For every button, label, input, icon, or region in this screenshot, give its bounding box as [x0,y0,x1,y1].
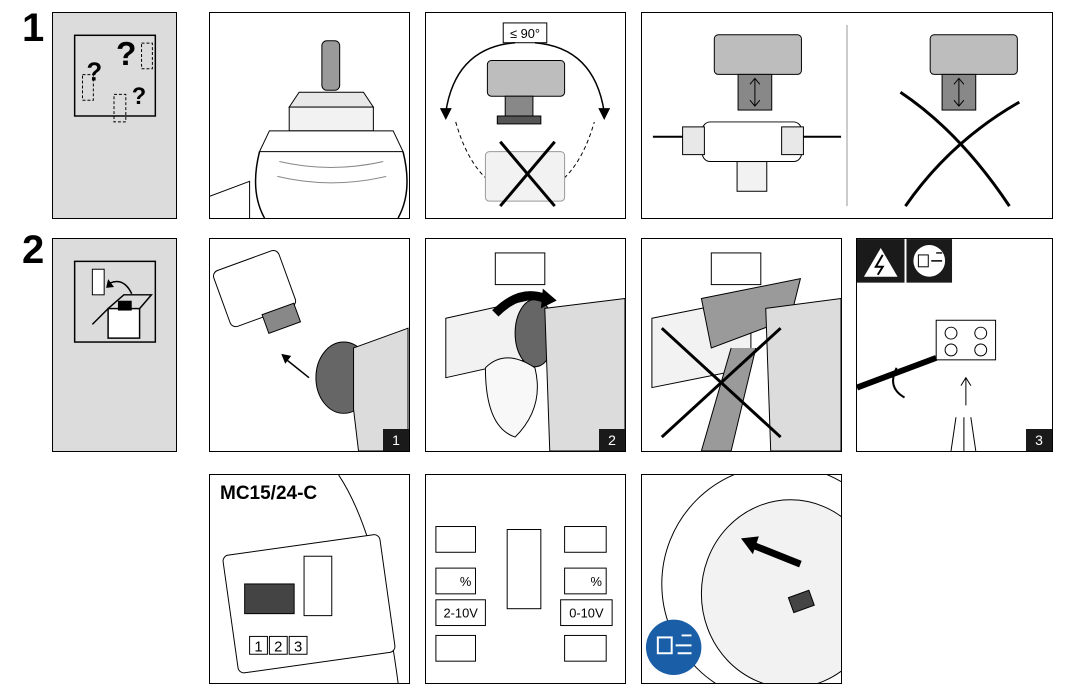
svg-text:?: ? [86,59,102,87]
step-number-2: 2 [22,228,45,272]
model-label: MC15/24-C [220,483,318,504]
svg-text:?: ? [116,36,136,73]
panel-wiring: 3 [856,238,1053,452]
svg-text:?: ? [132,84,146,110]
dip-label-0-10v: 0-10V [569,606,604,621]
panel-valve-stem [209,12,410,219]
panel-check-parts: ? ? ? [52,12,177,219]
dip-label-left-mid: % [460,574,471,589]
panel-mount-actuator: 1 [209,238,410,452]
angle-label: ≤ 90° [510,26,540,41]
panel-mounting-angle: ≤ 90° [425,12,626,219]
step-number-1: 1 [22,6,45,50]
terminal-2: 2 [274,639,282,655]
panel-unpack [52,238,177,452]
electric-warning-icon [863,247,898,277]
terminal-3: 3 [294,639,302,655]
panel-orientation [641,12,1053,219]
panel-dip-switches: % % 2-10V 0-10V [425,474,626,684]
step-badge-2: 2 [599,429,625,451]
dip-label-2-10v: 2-10V [443,606,478,621]
step-badge-1: 1 [383,429,409,451]
panel-no-wrench [641,238,842,452]
disconnect-power-icon [645,619,702,676]
step-badge-3: 3 [1026,429,1052,451]
question-icon: ? ? ? [73,34,157,123]
dip-label-right-mid: % [591,574,602,589]
panel-remove-cover [641,474,842,684]
panel-hand-tighten: 2 [425,238,626,452]
unpack-icon [73,260,157,343]
panel-terminals: MC15/24-C 1 2 3 [209,474,410,684]
terminal-1: 1 [254,639,262,655]
